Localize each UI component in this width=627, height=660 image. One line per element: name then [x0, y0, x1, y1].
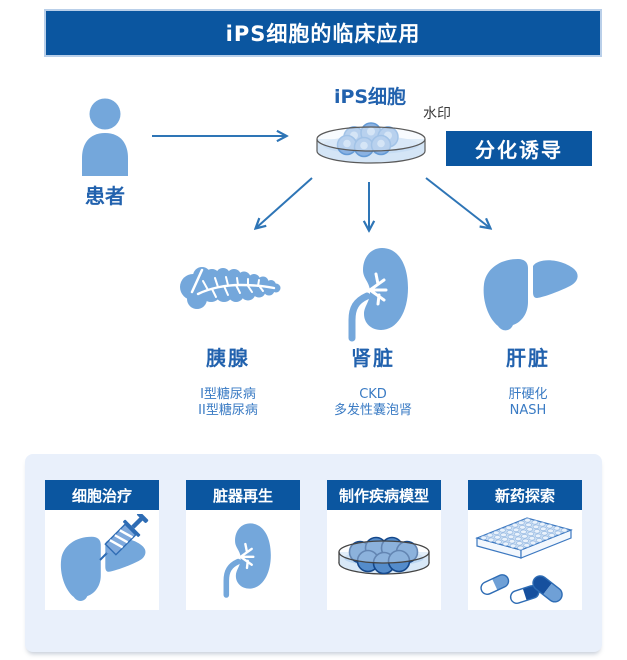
pancreas-label: 胰腺: [206, 346, 250, 370]
card-body: [45, 510, 159, 610]
liver-diseases: 肝硬化 NASH: [463, 387, 593, 419]
pancreas-diseases: I型糖尿病 II型糖尿病: [163, 387, 293, 419]
disease-line: NASH: [509, 403, 547, 418]
card-body: [186, 510, 300, 610]
card-label: 制作疾病模型: [338, 486, 429, 505]
ips-cells-label: iPS细胞: [333, 86, 407, 108]
title-banner: iPS细胞的临床应用: [44, 9, 602, 57]
card-drug-discovery: 新药探索: [468, 480, 582, 610]
arrow-to-pancreas: [256, 177, 313, 228]
card-header: 脏器再生: [186, 480, 300, 510]
arrows-to-organs: [230, 177, 510, 240]
petri-dish-icon: [316, 122, 426, 164]
kidney-label: 肾脏: [351, 346, 395, 370]
card-label: 新药探索: [494, 486, 555, 505]
liver-label: 肝脏: [506, 346, 550, 370]
card-organ-regeneration: 脏器再生: [186, 480, 300, 610]
arrow-patient-to-ips: [152, 125, 298, 147]
watermark-label: 水印: [423, 106, 451, 122]
arrow-to-liver: [425, 177, 490, 228]
card-cell-therapy: 细胞治疗: [45, 480, 159, 610]
well-grid: [480, 518, 568, 550]
card-header: 细胞治疗: [45, 480, 159, 510]
disease-line: II型糖尿病: [198, 403, 258, 418]
applications-panel: 细胞治疗: [25, 454, 602, 652]
petri-dish-cells-icon: [338, 536, 430, 575]
disease-line: CKD: [359, 387, 387, 402]
well-plate-pills-icon: [475, 517, 573, 604]
disease-line: I型糖尿病: [200, 387, 256, 402]
card-header: 制作疾病模型: [327, 480, 441, 510]
person-icon: [82, 98, 128, 176]
kidney-diseases: CKD 多发性囊泡肾: [308, 387, 438, 419]
capsule-pills: [480, 574, 563, 604]
pancreas-icon: [180, 267, 281, 309]
liver-icon: [483, 259, 578, 331]
card-header: 新药探索: [468, 480, 582, 510]
card-label: 细胞治疗: [71, 486, 132, 505]
induction-box: 分化诱导: [446, 131, 592, 166]
card-disease-model: 制作疾病模型: [327, 480, 441, 610]
card-body: [327, 510, 441, 610]
liver-syringe-icon: [60, 514, 149, 601]
patient-label: 患者: [85, 184, 125, 208]
kidney-regen-icon: [223, 523, 271, 598]
card-body: [468, 510, 582, 610]
disease-line: 多发性囊泡肾: [333, 403, 412, 418]
card-label: 脏器再生: [212, 486, 273, 505]
kidney-icon: [348, 248, 408, 342]
application-cards: 细胞治疗: [25, 480, 602, 610]
induction-label: 分化诱导: [475, 138, 563, 162]
disease-line: 肝硬化: [508, 387, 548, 402]
page-title: iPS细胞的临床应用: [225, 22, 421, 46]
